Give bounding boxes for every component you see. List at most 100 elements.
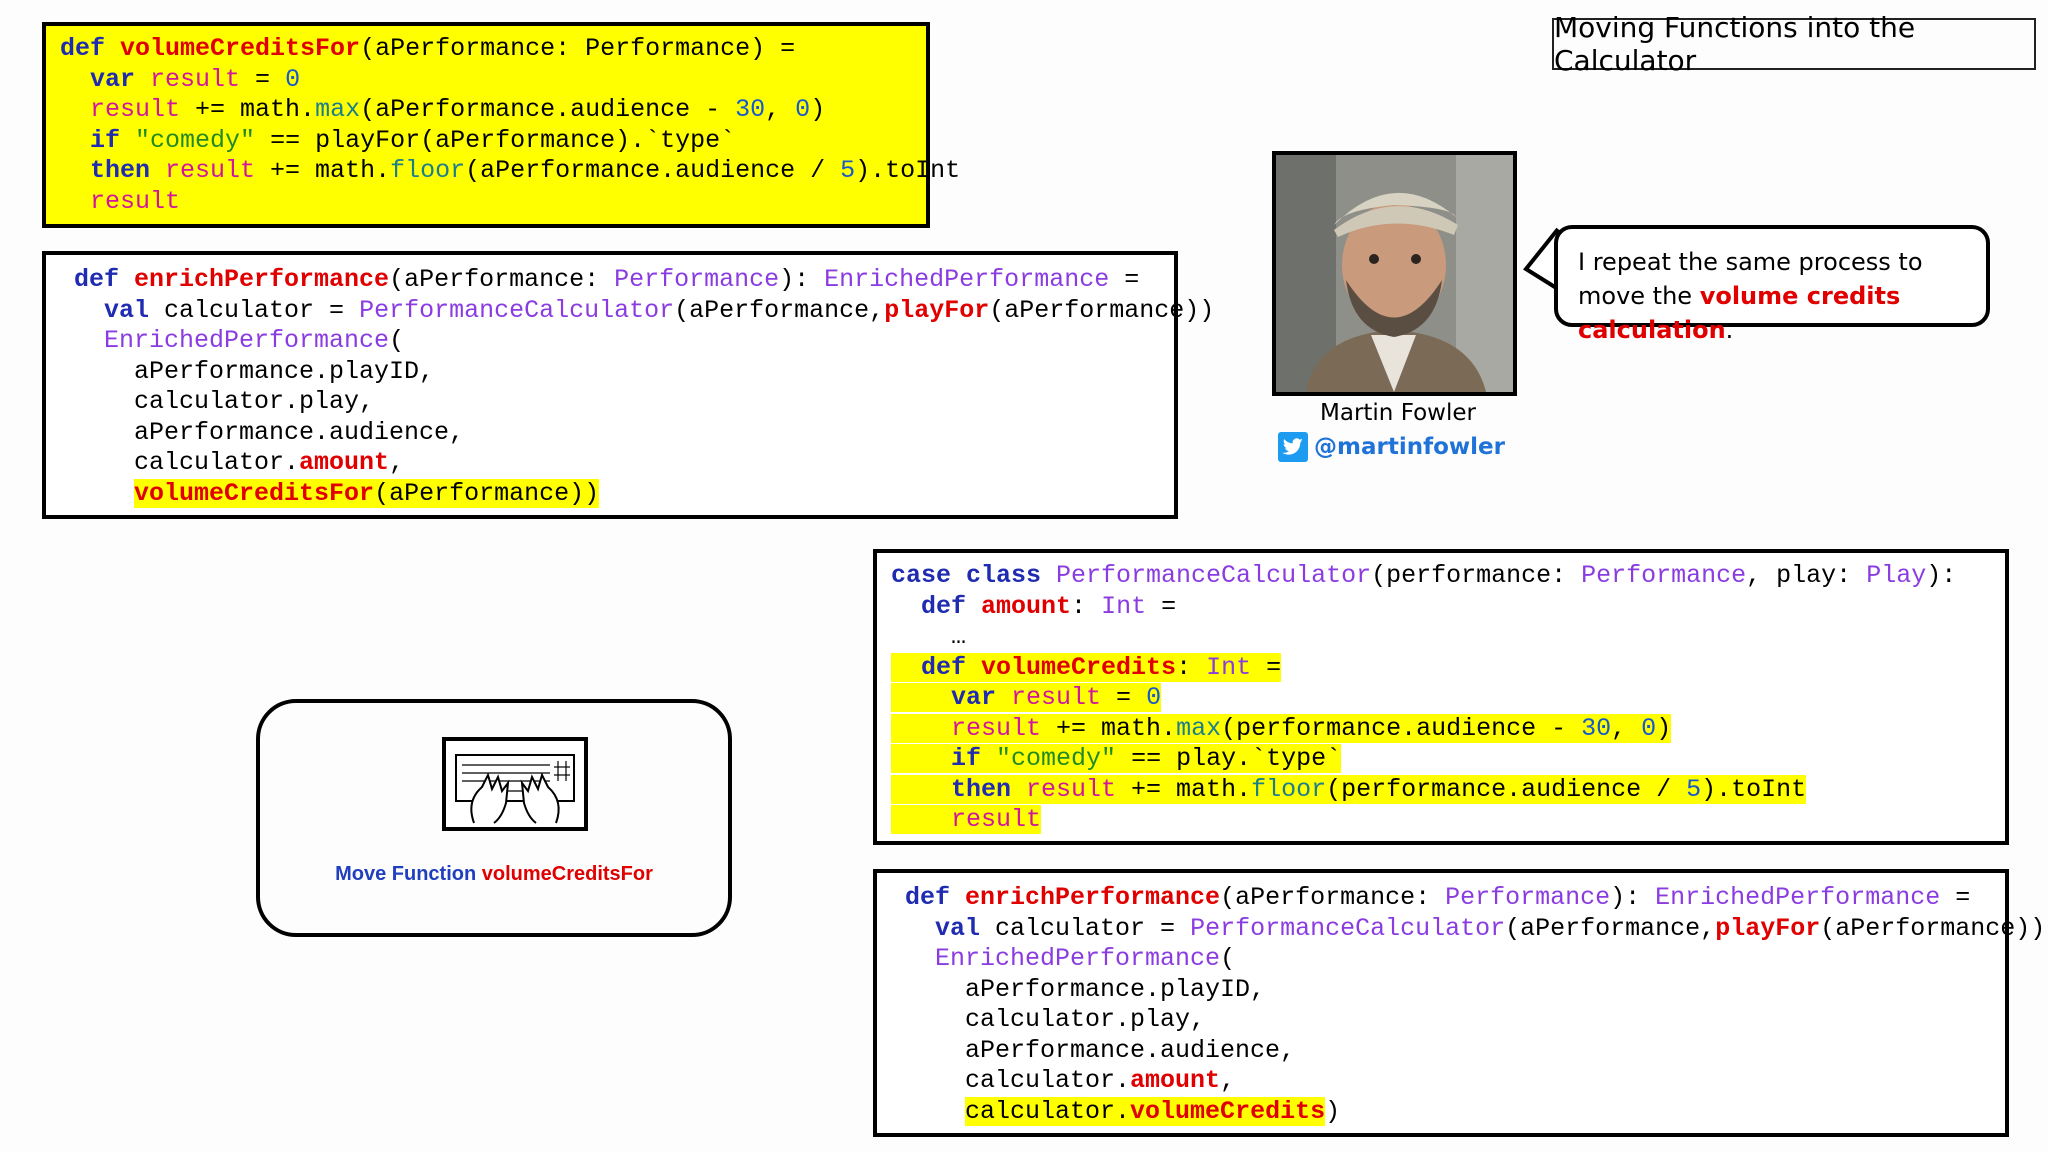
code-token: def	[60, 34, 121, 63]
code-token: aPerformance.playID,	[74, 356, 435, 386]
code-token: aPerformance.audience,	[74, 417, 465, 447]
code-token: floor	[390, 156, 466, 185]
code-token: 5	[840, 156, 856, 185]
code-token: case class	[891, 561, 1057, 590]
code-token: amount	[299, 448, 390, 477]
code-token: (aPerformance.audience -	[360, 95, 736, 124]
code-token	[60, 126, 90, 155]
code-token: ,	[1220, 1066, 1236, 1095]
enrich-performance-after-box: def enrichPerformance(aPerformance: Perf…	[873, 869, 2045, 1137]
code-line: result	[60, 187, 926, 218]
code-token: result	[165, 156, 256, 185]
code-token: var	[90, 64, 151, 94]
code-token: (performance.audience /	[1326, 774, 1687, 804]
code-token: (aPerformance:	[1220, 883, 1446, 912]
code-token: "comedy"	[135, 125, 256, 155]
code-token: EnrichedPerformance	[104, 326, 390, 355]
twitter-handle[interactable]: @martinfowler	[1278, 432, 1505, 462]
code-token: result	[1026, 774, 1117, 804]
step-target: volumeCreditsFor	[481, 863, 653, 885]
code-line: def volumeCredits: Int =	[891, 652, 2005, 684]
code-token: += math.	[1041, 713, 1177, 743]
code-token: result	[1011, 683, 1102, 712]
volume-credits-for-code: def volumeCreditsFor(aPerformance: Perfo…	[60, 34, 960, 218]
code-line: result += math.max(performance.audience …	[891, 713, 2005, 745]
code-token: =	[240, 64, 286, 94]
slide-title: Moving Functions into the Calculator	[1552, 11, 2036, 77]
code-token: calculator.play,	[74, 387, 375, 416]
code-line: calculator.play,	[74, 387, 1174, 418]
code-token: += math.	[180, 95, 316, 124]
code-token: playFor	[1715, 913, 1821, 943]
code-token: =	[1101, 683, 1147, 712]
code-line: volumeCreditsFor(aPerformance))	[74, 478, 1174, 510]
code-token	[905, 914, 935, 943]
code-token	[905, 944, 935, 973]
code-token: if	[90, 125, 136, 155]
twitter-handle-text: @martinfowler	[1314, 434, 1505, 460]
code-token: (	[1220, 944, 1236, 973]
code-token: )	[1325, 1096, 1341, 1126]
bubble-highlight: volume credits calculation	[1578, 282, 1901, 344]
enrich-performance-code-before: def enrichPerformance(aPerformance: Perf…	[74, 265, 1214, 510]
volume-credits-for-code-box: def volumeCreditsFor(aPerformance: Perfo…	[42, 22, 960, 228]
code-token: Int	[1101, 591, 1147, 621]
code-token: )	[810, 95, 826, 124]
code-token	[905, 1097, 965, 1126]
code-token: volumeCreditsFor	[134, 478, 375, 508]
performance-calculator-code: case class PerformanceCalculator(perform…	[891, 561, 2005, 836]
code-line: val calculator = PerformanceCalculator(a…	[74, 295, 1214, 327]
code-token: …	[891, 622, 967, 651]
code-token: amount	[1130, 1066, 1221, 1095]
code-line: def volumeCreditsFor(aPerformance: Perfo…	[60, 34, 926, 65]
code-token	[74, 326, 104, 355]
code-token: then	[90, 156, 166, 185]
code-token	[891, 592, 921, 621]
bubble-end: .	[1725, 316, 1734, 344]
code-line: var result = 0	[60, 65, 926, 96]
code-token: ):	[1926, 561, 1957, 590]
code-token: val	[104, 295, 150, 325]
code-line: case class PerformanceCalculator(perform…	[891, 561, 2005, 592]
code-token: result	[951, 713, 1042, 743]
code-token: (	[389, 326, 405, 355]
code-token: "comedy"	[996, 744, 1117, 773]
code-token: (aPerformance,	[674, 295, 885, 325]
code-token: calculator.play,	[905, 1005, 1206, 1034]
code-token: def	[905, 883, 966, 912]
code-line: then result += math.floor(performance.au…	[891, 774, 2005, 806]
author-name: Martin Fowler	[1320, 400, 1476, 426]
code-token: =	[1940, 883, 1971, 912]
code-token: result	[951, 805, 1042, 834]
code-token: EnrichedPerformance	[824, 265, 1110, 294]
code-token	[60, 187, 90, 216]
code-token: ).toInt	[1701, 774, 1807, 804]
code-token: volumeCredits	[981, 652, 1177, 682]
code-token: var	[951, 683, 1012, 712]
code-token: def	[921, 591, 982, 621]
code-token: += math.	[1116, 774, 1252, 804]
code-token: def	[74, 265, 135, 294]
code-token	[60, 65, 90, 94]
code-token: val	[935, 913, 981, 943]
code-token: floor	[1251, 774, 1327, 804]
performance-calculator-box: case class PerformanceCalculator(perform…	[873, 549, 2009, 845]
code-line: …	[891, 622, 2005, 653]
code-token: += math.	[255, 156, 391, 185]
code-token	[891, 683, 952, 712]
code-line: result += math.max(aPerformance.audience…	[60, 95, 926, 126]
code-token: calculator.	[74, 448, 300, 477]
code-token: 0	[1641, 713, 1657, 743]
code-token: (aPerformance)	[374, 478, 585, 508]
code-token: aPerformance.playID,	[905, 974, 1266, 1004]
code-token: (aPerformance,	[1505, 913, 1716, 943]
code-line: calculator.volumeCredits)	[905, 1096, 2005, 1128]
code-token: PerformanceCalculator	[1190, 913, 1506, 943]
code-token: 0	[795, 95, 811, 124]
code-line: EnrichedPerformance(	[905, 944, 2005, 975]
code-token: ,	[389, 448, 405, 477]
code-token: (aPerformance))	[1820, 913, 2046, 943]
code-token: ):	[1610, 883, 1656, 912]
code-token: result	[90, 95, 181, 124]
code-line: if "comedy" == play.`type`	[891, 744, 2005, 775]
